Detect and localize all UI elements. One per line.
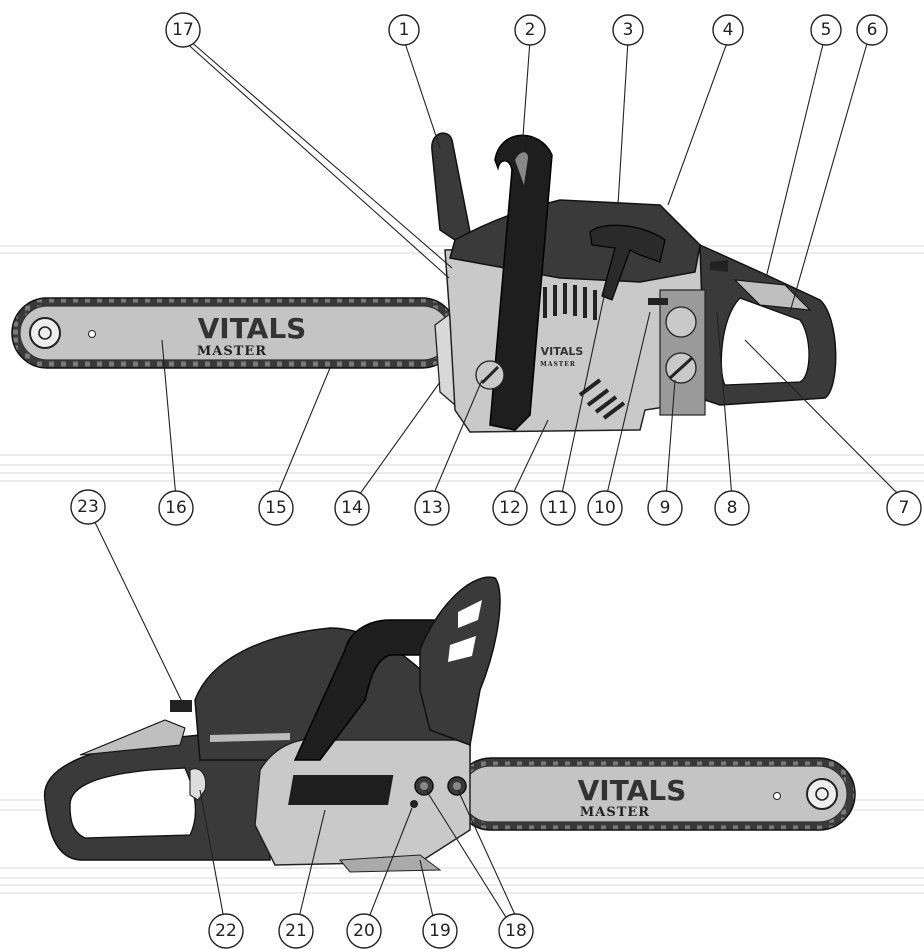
bar-brand-logo-bottom: VITALS (578, 774, 687, 807)
callout-9: 9 (647, 490, 683, 526)
cooling-slots (543, 283, 626, 420)
callout-11: 11 (540, 490, 576, 526)
callout-21: 21 (278, 913, 314, 949)
callout-20: 20 (346, 913, 382, 949)
callout-13: 13 (414, 490, 450, 526)
callout-8: 8 (714, 490, 750, 526)
svg-text:20: 20 (353, 921, 375, 941)
callout-15: 15 (258, 490, 294, 526)
body-brand-logo: VITALS (541, 345, 584, 358)
callout-2: 2 (514, 14, 546, 46)
svg-text:21: 21 (285, 921, 307, 941)
callout-3: 3 (612, 14, 644, 46)
svg-text:8: 8 (727, 498, 738, 518)
leader-lines (89, 39, 903, 931)
guide-bar-bottom: VITALS MASTER (454, 757, 856, 831)
callout-12: 12 (492, 490, 528, 526)
svg-text:14: 14 (341, 498, 363, 518)
background-lines (0, 245, 924, 894)
callout-7: 7 (886, 490, 922, 526)
body-brand-sub: MASTER (540, 361, 576, 368)
top-chainsaw: VITALS MASTER VITALS MASTER (11, 132, 837, 433)
callout-1: 1 (388, 14, 420, 46)
callout-17: 17 (165, 12, 201, 48)
svg-text:13: 13 (421, 498, 443, 518)
svg-text:17: 17 (172, 20, 194, 40)
svg-text:7: 7 (899, 498, 910, 518)
callout-19: 19 (422, 913, 458, 949)
guide-bar-top: VITALS MASTER (11, 297, 458, 369)
svg-text:11: 11 (547, 498, 569, 518)
bar-brand-sub: MASTER (197, 344, 267, 359)
svg-text:5: 5 (821, 20, 832, 40)
svg-text:10: 10 (594, 498, 616, 518)
svg-text:16: 16 (165, 498, 187, 518)
svg-text:9: 9 (660, 498, 671, 518)
svg-text:12: 12 (499, 498, 521, 518)
callout-23: 23 (70, 489, 106, 525)
callout-14: 14 (334, 490, 370, 526)
svg-text:2: 2 (525, 20, 536, 40)
bar-brand-logo: VITALS (198, 312, 307, 345)
svg-text:3: 3 (623, 20, 634, 40)
callout-22: 22 (208, 913, 244, 949)
svg-text:1: 1 (399, 20, 410, 40)
callout-18: 18 (498, 913, 534, 949)
bar-brand-sub-bottom: MASTER (580, 805, 650, 820)
bottom-chainsaw: VITALS MASTER (43, 576, 856, 873)
svg-text:6: 6 (867, 20, 878, 40)
callout-5: 5 (810, 14, 842, 46)
svg-text:4: 4 (723, 20, 734, 40)
svg-text:23: 23 (77, 497, 99, 517)
callout-6: 6 (856, 14, 888, 46)
svg-text:22: 22 (215, 921, 237, 941)
svg-text:15: 15 (265, 498, 287, 518)
svg-text:18: 18 (505, 921, 527, 941)
callout-4: 4 (712, 14, 744, 46)
callout-10: 10 (587, 490, 623, 526)
svg-text:19: 19 (429, 921, 451, 941)
callout-16: 16 (158, 490, 194, 526)
